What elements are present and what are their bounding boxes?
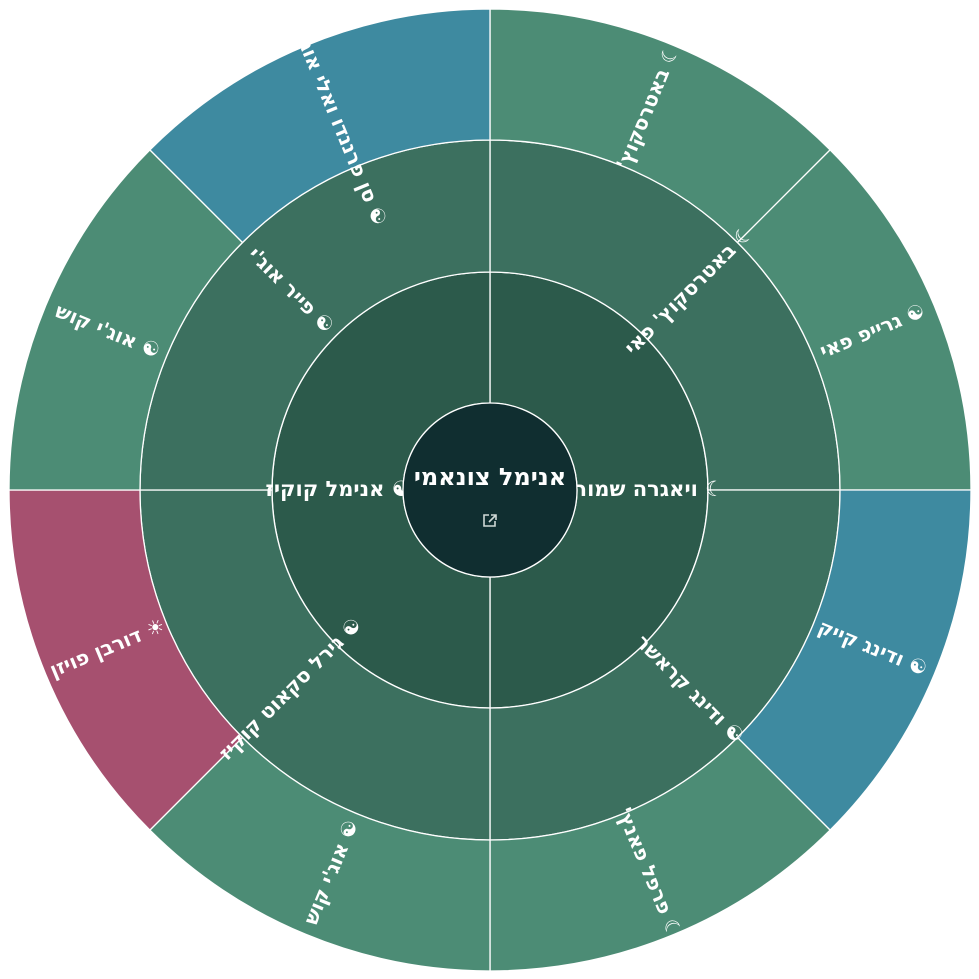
moon-icon: ☾ [705,477,724,501]
center-hub[interactable]: אנימל צונאמי [402,402,578,578]
center-label: אנימל צונאמי [414,463,566,491]
center-circle[interactable] [402,402,578,578]
inner-label-1: ☾ ויאגרה שמורה [560,477,724,501]
inner-label-2: ☯ אנימל קוקיז [265,477,410,501]
external-link-icon[interactable] [483,514,497,527]
wheel-segments [8,8,972,972]
outer-segment-8[interactable] [148,8,491,244]
